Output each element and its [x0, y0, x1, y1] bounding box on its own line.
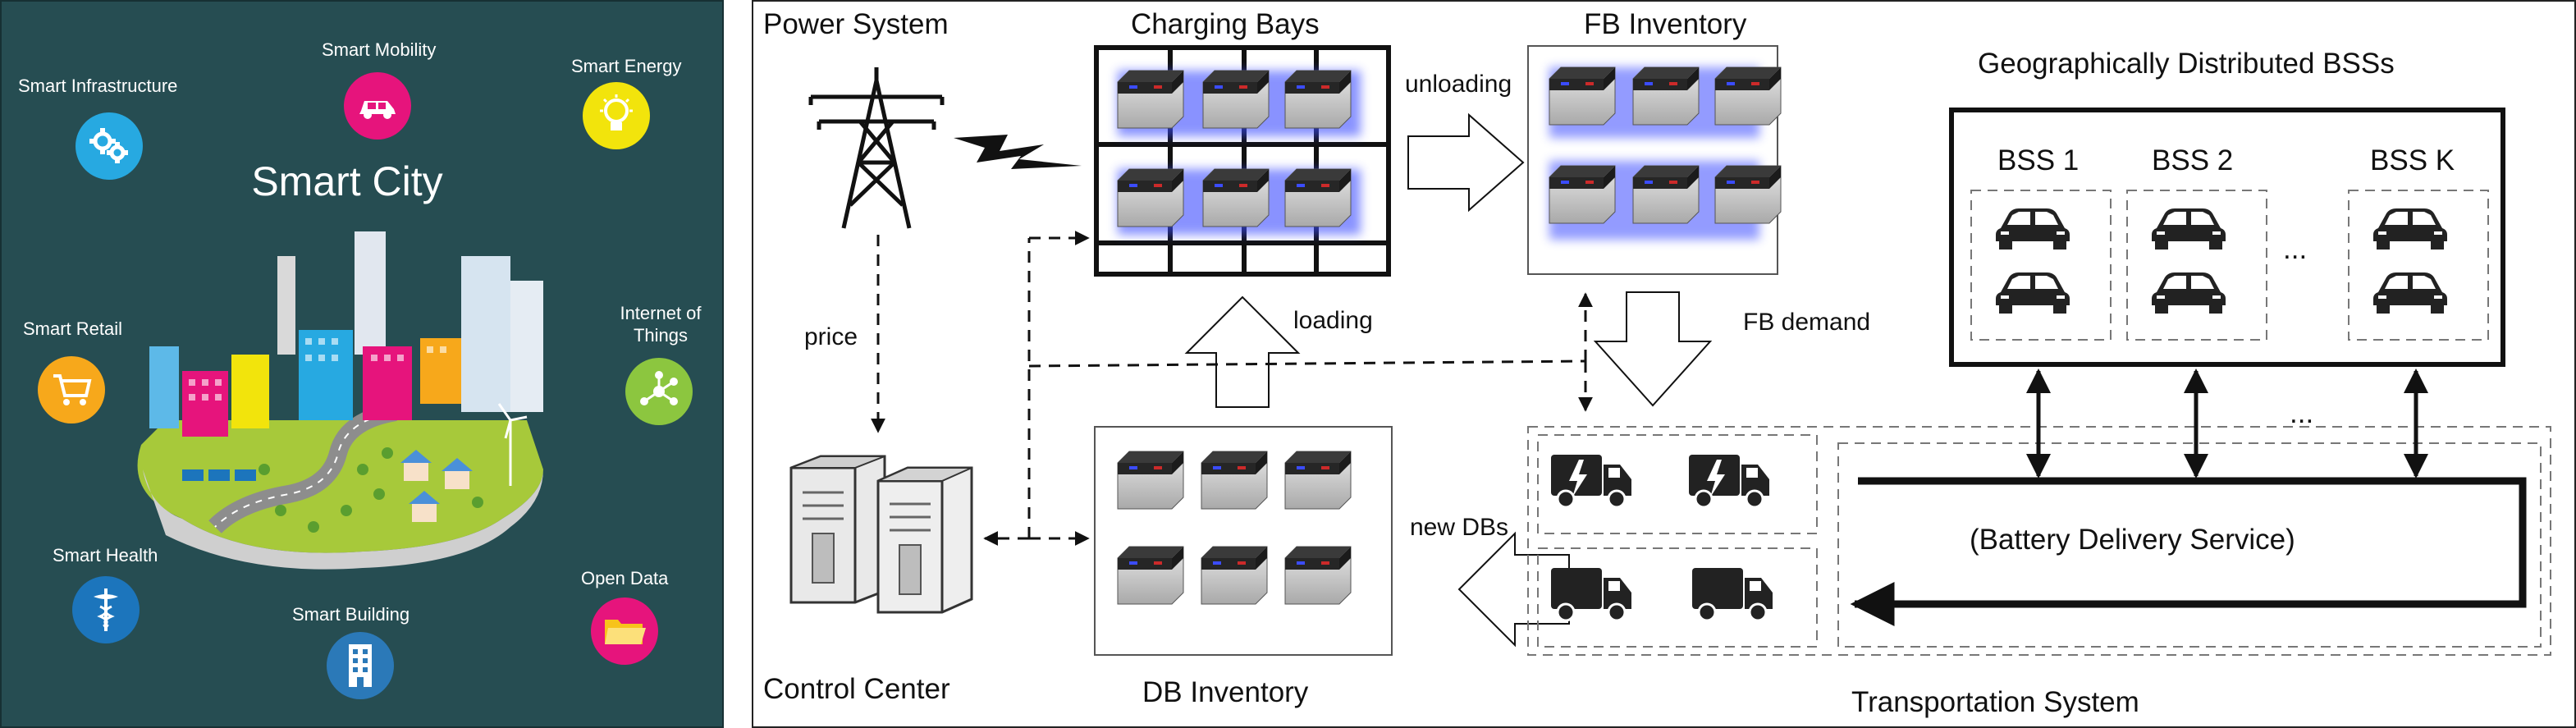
power-tower-icon: [808, 67, 945, 229]
bss-2-label: BSS 2: [2152, 144, 2234, 176]
label-internet-of-things: Internet of Things: [620, 303, 702, 346]
label-smart-health: Smart Health: [53, 545, 158, 565]
transportation-system-label: Transportation System: [1851, 686, 2139, 718]
truck-icon-2: [1691, 566, 1774, 622]
network-icon: [625, 358, 693, 425]
geo-distributed-bss-label: Geographically Distributed BSSs: [1978, 48, 2395, 80]
ev-truck-group-box: [1537, 434, 1818, 534]
battery-delivery-label: (Battery Delivery Service): [1970, 524, 2295, 556]
new-dbs-label: new DBs: [1410, 514, 1509, 541]
building-icon: [327, 632, 394, 699]
lightning-bolt-icon: [954, 135, 1082, 169]
electric-truck-icon: [1549, 453, 1633, 509]
fb-demand-label: FB demand: [1743, 309, 1871, 336]
charging-bays-label: Charging Bays: [1131, 8, 1320, 40]
diesel-truck-group-box: [1537, 547, 1818, 648]
smart-city-island-illustration: [137, 231, 544, 570]
label-smart-retail: Smart Retail: [23, 318, 123, 339]
dashed-control-lines: [871, 231, 1593, 546]
db-inventory-label: DB Inventory: [1142, 676, 1309, 708]
electric-truck-icon-2: [1687, 453, 1771, 509]
bss-k-label: BSS K: [2370, 144, 2455, 176]
bss-1-box: [1970, 190, 2112, 341]
battery-delivery-loop-arrow: [1850, 477, 2527, 626]
truck-icon: [1549, 566, 1633, 622]
unloading-arrow: [1407, 112, 1525, 213]
power-system-label: Power System: [763, 8, 949, 40]
arrows-ellipsis: ...: [2290, 397, 2314, 429]
bss-ellipsis: ...: [2283, 233, 2308, 265]
server-icon: [789, 455, 886, 604]
loading-label: loading: [1293, 307, 1373, 334]
bss-1-label: BSS 1: [1997, 144, 2080, 176]
loading-arrow: [1184, 295, 1301, 408]
label-smart-mobility: Smart Mobility: [322, 39, 437, 60]
bss-2-box: [2126, 190, 2267, 341]
lightbulb-icon: [583, 82, 650, 149]
bss-delivery-arrows: [2026, 369, 2428, 478]
smart-city-title: Smart City: [251, 158, 443, 204]
label-smart-building: Smart Building: [292, 604, 410, 625]
smart-city-panel: Smart City Smart Infrastructure Smart Mo…: [0, 0, 724, 728]
folder-icon: [591, 598, 658, 665]
price-label: price: [804, 323, 858, 350]
bss-k-box: [2348, 190, 2489, 341]
control-center-label: Control Center: [763, 673, 950, 705]
label-open-data: Open Data: [581, 568, 669, 588]
fb-demand-arrow: [1593, 291, 1713, 407]
label-smart-energy: Smart Energy: [571, 56, 682, 76]
shopping-cart-icon: [38, 356, 105, 424]
fb-inventory-label: FB Inventory: [1584, 8, 1747, 40]
unloading-label: unloading: [1405, 71, 1512, 98]
server-icon-2: [876, 466, 973, 614]
car-icon: [344, 72, 411, 140]
gears-icon: [75, 112, 143, 180]
caduceus-icon: [72, 576, 140, 643]
new-dbs-arrow: [1457, 531, 1570, 648]
label-smart-infrastructure: Smart Infrastructure: [18, 76, 178, 96]
